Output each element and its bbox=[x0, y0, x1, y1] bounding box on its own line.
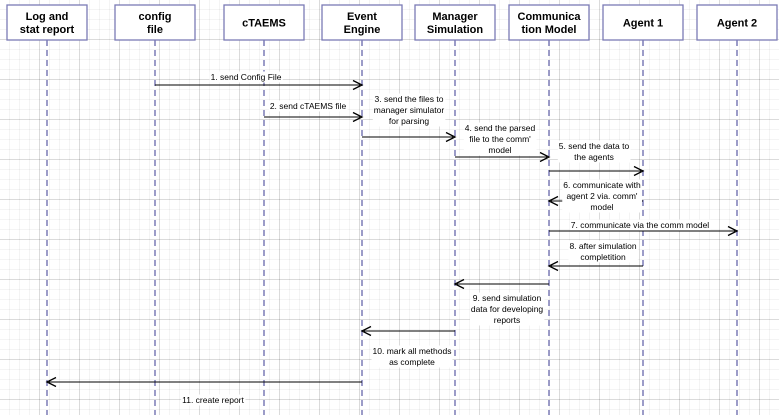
message-11: 11. create report bbox=[45, 376, 362, 406]
message-label-background bbox=[371, 345, 453, 368]
message-label-background bbox=[209, 71, 283, 83]
arrowhead-icon bbox=[453, 278, 465, 290]
actor-agent2: Agent 2 bbox=[696, 4, 778, 41]
arrowhead-icon bbox=[352, 111, 364, 123]
actor-label: Agent 1 bbox=[623, 18, 663, 30]
message-label-background bbox=[569, 219, 711, 231]
actor-label: cTAEMS bbox=[242, 18, 286, 30]
message-label-background bbox=[463, 122, 537, 156]
arrowhead-icon bbox=[45, 376, 57, 388]
message-label-line: 5. send the data to bbox=[559, 141, 630, 151]
message-label-line: as complete bbox=[389, 357, 435, 367]
actor-label: Event bbox=[347, 11, 377, 23]
actor-label: stat report bbox=[20, 24, 75, 36]
actor-box-config bbox=[114, 4, 196, 41]
message-label: 11. create report bbox=[182, 395, 244, 405]
message-label-line: 2. send cTAEMS file bbox=[270, 101, 347, 111]
message-label-line: for parsing bbox=[389, 116, 429, 126]
message-label-line: model bbox=[488, 145, 511, 155]
actor-box-ctaems bbox=[223, 4, 305, 41]
message-label: 2. send cTAEMS file bbox=[270, 101, 347, 111]
message-label-background bbox=[181, 394, 246, 406]
message-label-line: the agents bbox=[574, 152, 614, 162]
message-label-line: 8. after simulation bbox=[569, 241, 636, 251]
message-label-background bbox=[562, 179, 643, 213]
message-label-line: 7. communicate via the comm model bbox=[571, 220, 710, 230]
message-label-line: 4. send the parsed bbox=[465, 123, 536, 133]
message-label-line: 1. send Config File bbox=[211, 72, 282, 82]
message-label: 7. communicate via the comm model bbox=[571, 220, 710, 230]
arrowhead-icon bbox=[727, 225, 739, 237]
actor-box-manager bbox=[414, 4, 496, 41]
actor-box-comm bbox=[508, 4, 590, 41]
arrowhead-icon bbox=[547, 195, 559, 207]
message-label: 1. send Config File bbox=[211, 72, 282, 82]
actor-box-agent2 bbox=[696, 4, 778, 41]
message-7: 7. communicate via the comm model bbox=[549, 219, 739, 237]
message-label-background bbox=[372, 93, 446, 127]
arrowhead-icon bbox=[352, 79, 364, 91]
actor-label: Agent 2 bbox=[717, 18, 757, 30]
actor-label: Engine bbox=[344, 24, 381, 36]
message-label-background bbox=[557, 140, 631, 163]
arrowhead-icon bbox=[547, 260, 559, 272]
message-1: 1. send Config File bbox=[155, 71, 364, 91]
message-label-line: data for developing bbox=[471, 304, 544, 314]
messages: 1. send Config File 2. send cTAEMS file 3.… bbox=[45, 71, 739, 406]
message-label-background bbox=[469, 292, 545, 326]
lifelines bbox=[46, 40, 738, 415]
message-label-line: reports bbox=[494, 315, 520, 325]
actor-label: Simulation bbox=[427, 24, 484, 36]
message-label-line: model bbox=[590, 202, 613, 212]
actor-label: tion Model bbox=[522, 24, 577, 36]
actor-label: Manager bbox=[432, 11, 478, 23]
message-label-line: 11. create report bbox=[182, 395, 244, 405]
message-label-line: 6. communicate with bbox=[563, 180, 641, 190]
actor-label: file bbox=[147, 24, 163, 36]
message-label-line: 3. send the files to bbox=[375, 94, 444, 104]
arrowhead-icon bbox=[445, 131, 457, 143]
actor-label: config bbox=[139, 11, 172, 23]
actor-box-event bbox=[321, 4, 403, 41]
message-label-line: 10. mark all methods bbox=[373, 346, 452, 356]
arrowhead-icon bbox=[633, 165, 645, 177]
actor-box-agent1 bbox=[602, 4, 684, 41]
actor-agent1: Agent 1 bbox=[602, 4, 684, 41]
message-label-line: manager simulator bbox=[374, 105, 445, 115]
message-label-line: 9. send simulation bbox=[473, 293, 542, 303]
message-2: 2. send cTAEMS file bbox=[264, 100, 364, 123]
actor-label: Log and bbox=[26, 11, 69, 23]
actor-label: Communica bbox=[518, 11, 582, 23]
actor-box-log bbox=[6, 4, 88, 41]
message-label-background bbox=[268, 100, 348, 112]
message-label-line: completition bbox=[580, 252, 626, 262]
message-label-line: file to the comm' bbox=[469, 134, 531, 144]
message-label-background bbox=[568, 240, 638, 263]
message-label-line: agent 2 via. comm' bbox=[566, 191, 637, 201]
arrowhead-icon bbox=[539, 151, 551, 163]
actor-ctaems: cTAEMS bbox=[223, 4, 305, 41]
arrowhead-icon bbox=[360, 325, 372, 337]
